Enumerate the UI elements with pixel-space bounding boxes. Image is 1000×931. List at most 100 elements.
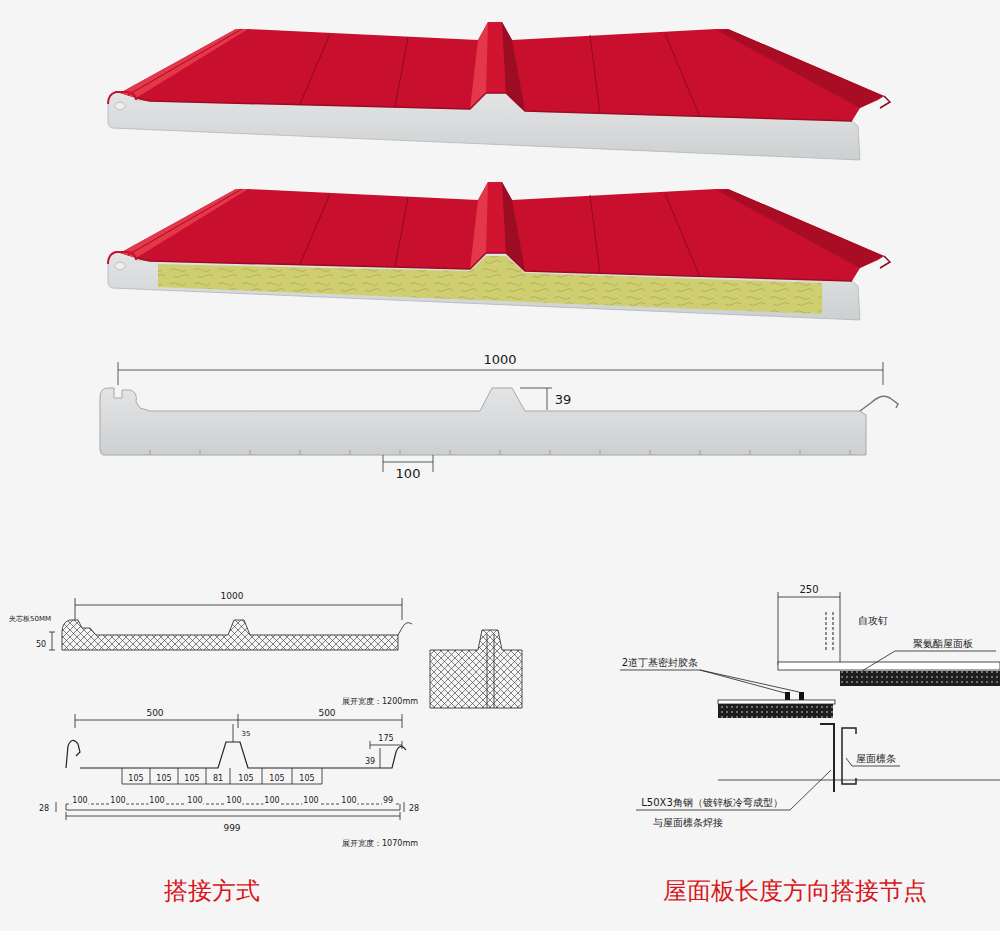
butyl-seal [799, 692, 804, 700]
dimension-label: 250 [798, 579, 819, 597]
label-text: L50X3角钢（镀锌板冷弯成型） [640, 798, 784, 809]
technical-drawing [49, 598, 522, 820]
label-text: 500 [145, 709, 164, 718]
dimension-label: 屋面檩条 [855, 748, 897, 766]
dimension-label: 100 [340, 789, 357, 807]
dimension-label: 500 [145, 702, 164, 720]
label-text: 81 [212, 775, 224, 783]
dimension-label: 100 [395, 464, 422, 482]
label-text: 105 [237, 775, 254, 783]
label-text: 1000 [220, 592, 245, 601]
label-text: 屋面檩条 [855, 754, 897, 765]
dimension-label: 1000 [220, 585, 245, 603]
dimension-label: 175 [377, 727, 394, 745]
label-text: 28 [408, 805, 420, 813]
label-text: 2道丁基密封胶条 [621, 658, 699, 669]
label-text: 105 [155, 775, 172, 783]
lap-joint-detail [620, 592, 1000, 810]
figure-caption: 搭接方式 [163, 879, 261, 904]
label-text: 39 [554, 393, 573, 407]
rockwool-core [158, 256, 822, 314]
dimension-label: 100 [71, 789, 88, 807]
label-text: 夹芯板50MM [8, 616, 52, 623]
dimension-line [380, 748, 381, 768]
dimension-label: 500 [317, 702, 336, 720]
dimension-label: 999 [222, 817, 241, 835]
dimension-label: 105 [237, 767, 254, 785]
dimension-label: 夹芯板50MM [8, 607, 52, 625]
dimension-label: 展开宽度：1200mm [341, 690, 419, 708]
label-text: 与屋面檩条焊接 [652, 818, 724, 829]
label-text: 39 [364, 758, 376, 766]
upper-panel-sheet [778, 662, 1000, 670]
label-text: 105 [268, 775, 285, 783]
purlin-line [718, 780, 1000, 781]
label-text: 28 [38, 805, 50, 813]
label-text: 105 [127, 775, 144, 783]
top-sheet-profile [66, 740, 406, 768]
angle-steel [820, 724, 834, 792]
dimension-label: 105 [183, 767, 200, 785]
dimension-label: 105 [127, 767, 144, 785]
label-text: 屋面板长度方向搭接节点 [662, 879, 928, 904]
label-text: 搭接方式 [163, 879, 261, 904]
label-text: 100 [340, 797, 357, 805]
label-text: 100 [395, 467, 422, 481]
profile-body [100, 388, 866, 455]
label-text: 500 [317, 709, 336, 718]
dimension-label: 39 [554, 390, 573, 408]
dimension-label: 100 [225, 789, 242, 807]
butyl-seal [785, 692, 790, 700]
label-text: 展开宽度：1070mm [341, 840, 419, 848]
label-text: 999 [222, 824, 241, 833]
dimension-label: 100 [109, 789, 126, 807]
rib-segments [122, 768, 322, 784]
rockwool-sandwich-panel [108, 182, 890, 320]
dimension-label: 2道丁基密封胶条 [621, 652, 699, 670]
label-text: 105 [298, 775, 315, 783]
label-text: 105 [183, 775, 200, 783]
leader-line [636, 770, 831, 810]
dimension-label: L50X3角钢（镀锌板冷弯成型） [640, 792, 784, 810]
dimension-line [49, 632, 55, 650]
label-text: 100 [71, 797, 88, 805]
figure-caption: 屋面板长度方向搭接节点 [662, 879, 928, 904]
upper-panel-foam [840, 671, 1000, 686]
label-text: 100 [263, 797, 280, 805]
label-text: 50 [35, 641, 47, 649]
pu-sandwich-panel [108, 22, 890, 160]
label-text: 自攻钉 [857, 616, 889, 627]
dimension-label: 100 [263, 789, 280, 807]
dimension-label: 35 [241, 722, 252, 740]
dimension-label: 100 [302, 789, 319, 807]
self-tapping-screw [826, 612, 833, 652]
profile-dimensions [118, 362, 883, 472]
label-text: 250 [798, 585, 819, 596]
label-text: 175 [377, 735, 394, 743]
label-text: 35 [241, 731, 252, 738]
dimension-label: 99 [382, 789, 394, 807]
dimension-label: 与屋面檩条焊接 [652, 812, 724, 830]
dimension-line [233, 724, 234, 742]
section-hook [398, 623, 412, 635]
panel-profile [100, 388, 898, 455]
dimension-label: 105 [268, 767, 285, 785]
dimension-label: 100 [186, 789, 203, 807]
dimension-line [778, 592, 840, 665]
label-text: 100 [148, 797, 165, 805]
leader-line [862, 651, 996, 671]
dimension-label: 105 [298, 767, 315, 785]
lower-panel-sheet [718, 700, 835, 704]
label-text: 100 [302, 797, 319, 805]
label-text: 聚氨酯屋面板 [912, 639, 974, 650]
label-text: 100 [225, 797, 242, 805]
dimension-label: 81 [212, 767, 224, 785]
dimension-label: 展开宽度：1070mm [341, 832, 419, 850]
label-text: 99 [382, 797, 394, 805]
dimension-label: 聚氨酯屋面板 [912, 633, 974, 651]
leader-line [620, 670, 799, 693]
joint-detail [430, 630, 522, 708]
